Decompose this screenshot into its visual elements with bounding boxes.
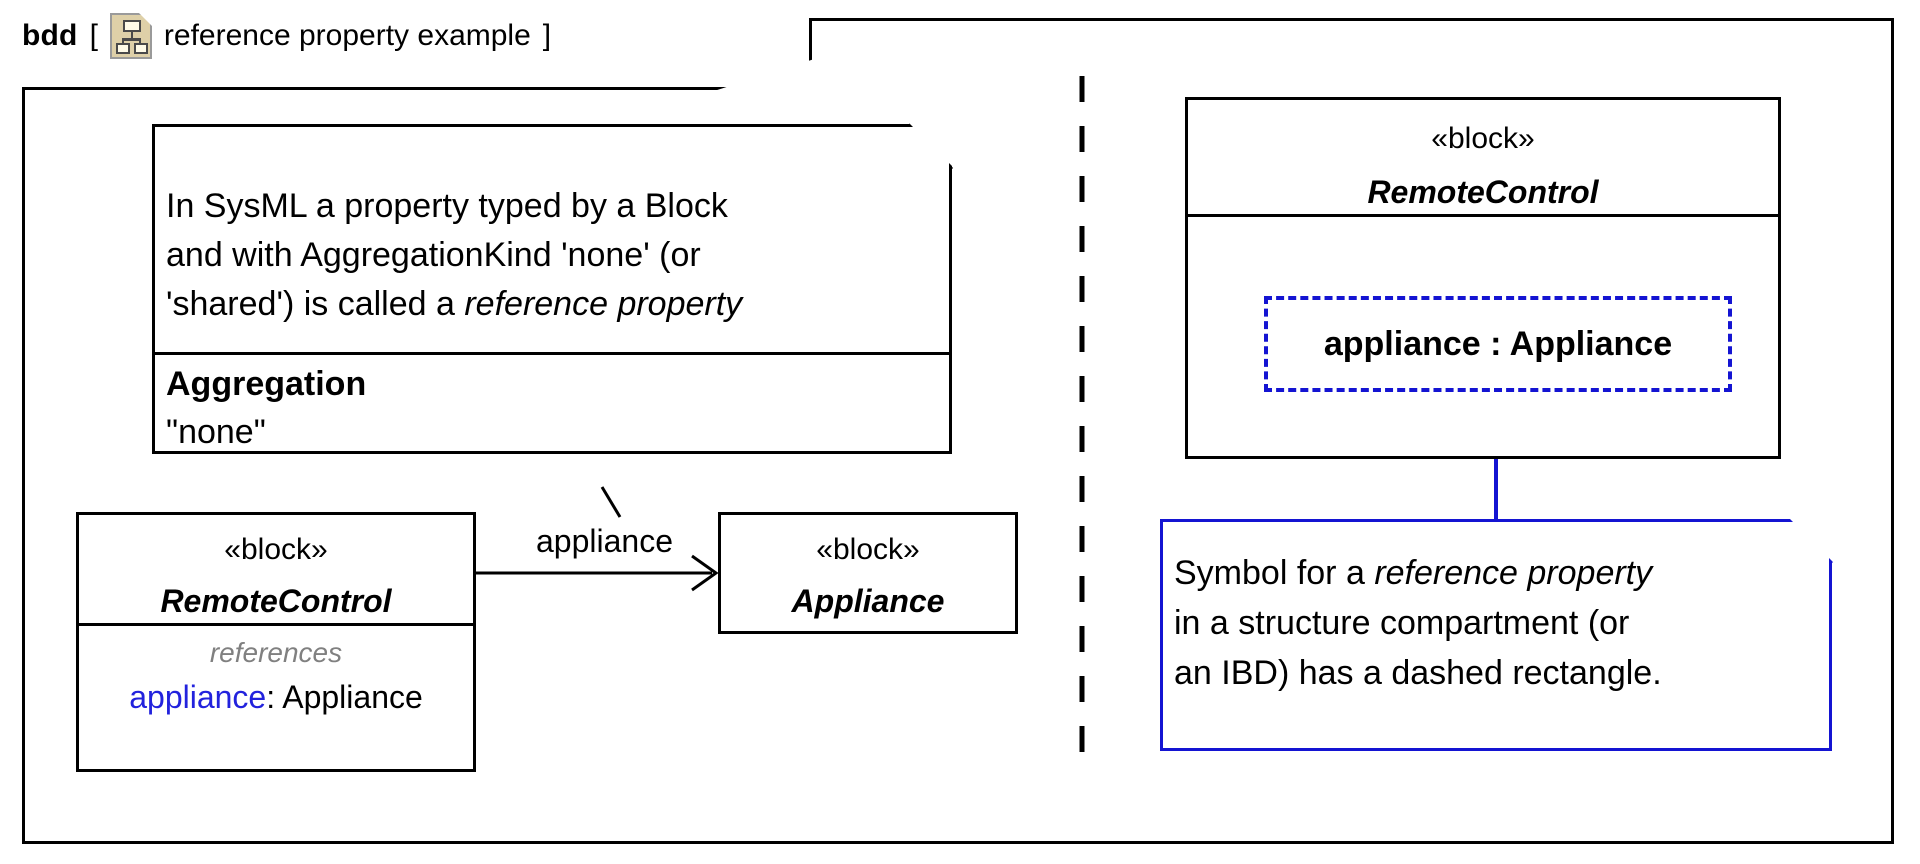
explanation-note-separator: [152, 352, 952, 355]
reference-property-symbol-text: appliance : Appliance: [1323, 324, 1673, 363]
aggregation-value: "none": [166, 413, 266, 451]
references-compartment-label: references: [209, 637, 343, 668]
bdd-diagram-icon: [109, 13, 152, 59]
explanation-line-2: and with AggregationKind 'none' (or: [166, 236, 701, 274]
block-name: RemoteControl: [1367, 174, 1599, 210]
aggregation-title: Aggregation: [166, 365, 367, 403]
icon-node-bottom-right: [133, 43, 148, 54]
reference-property-dashed-rectangle[interactable]: appliance : Appliance: [1264, 296, 1732, 392]
reference-note-line-1-prefix: Symbol for a: [1174, 554, 1375, 592]
association-end-label: appliance: [536, 523, 673, 559]
block-name: RemoteControl: [160, 583, 392, 619]
block-stereotype: «block»: [1431, 122, 1535, 155]
references-compartment: references appliance: Appliance: [79, 623, 473, 716]
explanation-note-text: In SysML a property typed by a Block and…: [166, 182, 938, 329]
reference-property-name: appliance: [129, 679, 267, 715]
icon-node-top: [122, 20, 141, 32]
block-remote-control-left[interactable]: «block» RemoteControl references applian…: [76, 512, 476, 772]
icon-link-horizontal: [121, 38, 141, 41]
icon-fold-corner: [138, 13, 152, 26]
icon-link-right: [138, 38, 142, 44]
explanation-line-1: In SysML a property typed by a Block: [166, 187, 728, 225]
explanation-note: In SysML a property typed by a Block and…: [152, 123, 953, 456]
reference-note-line-2: in a structure compartment (or: [1174, 604, 1630, 642]
block-stereotype: «block»: [816, 533, 920, 566]
block-appliance[interactable]: «block» Appliance: [718, 512, 1018, 634]
block-compartment-divider: [79, 623, 473, 626]
reference-property-emphasis: reference property: [464, 285, 743, 323]
reference-note-line-3: an IBD) has a dashed rectangle.: [1174, 654, 1662, 692]
reference-property-type: : Appliance: [266, 679, 423, 715]
explanation-note-body: [152, 124, 952, 454]
explanation-line-3-prefix: 'shared') is called a: [166, 285, 465, 323]
aggregation-compartment: Aggregation "none": [166, 360, 938, 456]
icon-link-left: [121, 38, 125, 44]
diagram-title: reference property example: [163, 19, 531, 52]
block-stereotype: «block»: [224, 533, 328, 566]
reference-property-emphasis: reference property: [1374, 554, 1653, 592]
reference-property-row[interactable]: appliance: Appliance: [79, 679, 473, 716]
icon-link-vertical: [130, 32, 134, 38]
diagram-frame-header: bdd [ reference property example ]: [0, 0, 790, 72]
bracket-close: ]: [542, 19, 552, 52]
reference-symbol-note-body: [1160, 519, 1832, 751]
reference-symbol-note: Symbol for a reference property in a str…: [1160, 518, 1833, 751]
reference-symbol-note-text: Symbol for a reference property in a str…: [1174, 548, 1818, 698]
icon-node-bottom-left: [115, 43, 130, 54]
block-remote-control-right[interactable]: «block» RemoteControl: [1185, 97, 1781, 459]
diagram-frame-tab: [22, 18, 812, 90]
explanation-line-3: 'shared') is called a reference property: [166, 280, 938, 329]
bracket-open: [: [89, 19, 98, 52]
diagram-kind-label: bdd: [22, 19, 78, 52]
block-compartment-divider: [1188, 214, 1778, 217]
block-name: Appliance: [791, 583, 945, 619]
reference-note-line-1: Symbol for a reference property: [1174, 548, 1818, 598]
